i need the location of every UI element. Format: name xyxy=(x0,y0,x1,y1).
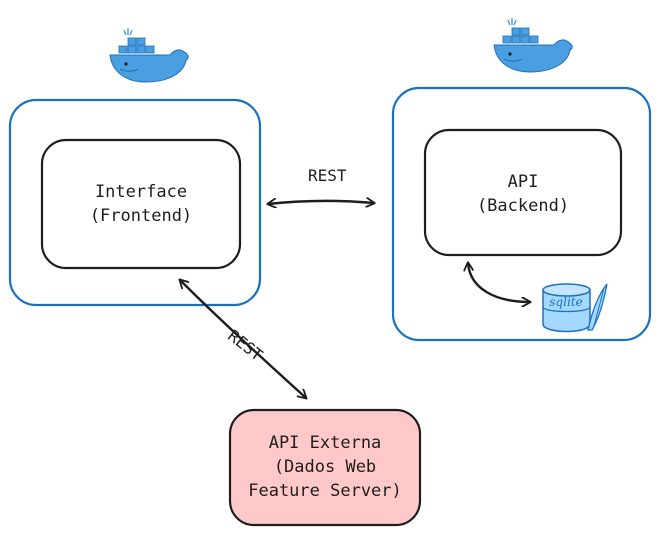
external-api-box xyxy=(228,408,422,527)
sqlite-text: sqlite xyxy=(549,295,582,309)
arrow-backend-database xyxy=(468,263,530,302)
backend-label: API (Backend) xyxy=(476,172,570,216)
rest-label-frontend-backend: REST xyxy=(308,166,347,185)
frontend-label: Interface (Frontend) xyxy=(89,182,193,226)
arrow-frontend-backend xyxy=(268,201,374,204)
docker-whale-icon xyxy=(109,27,189,83)
docker-whale-icon xyxy=(493,17,573,73)
external-api-label: API Externa (Dados Web Feature Server) xyxy=(248,433,402,501)
backend-box xyxy=(423,128,623,257)
backend-container xyxy=(391,86,652,342)
arrow-frontend-external xyxy=(180,280,306,398)
frontend-container xyxy=(8,98,262,307)
frontend-box xyxy=(40,138,242,270)
sqlite-database-icon: sqlite xyxy=(542,283,608,333)
